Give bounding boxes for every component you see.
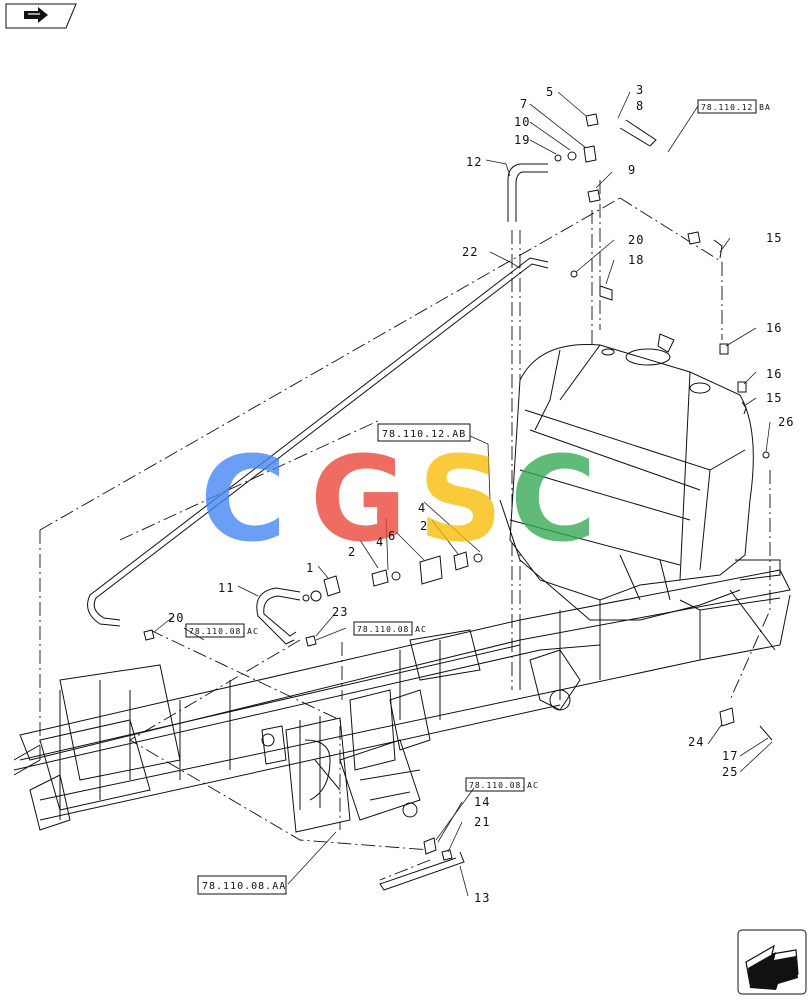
callout-22: 22 [462,245,478,259]
chassis-frame [13,569,791,831]
watermark-letter-3: S [418,430,503,568]
ref-box-78-110-08-ac-1[interactable]: 78.110.08.AC [185,623,259,638]
callout-16-a: 16 [766,321,782,335]
forward-arrow-icon [745,944,799,990]
callout-9: 9 [628,163,636,177]
callout-21: 21 [474,815,490,829]
callout-15-b: 15 [766,391,782,405]
ref-box-78-110-12-ba[interactable]: 78.110.12.BA [697,99,771,114]
callout-24: 24 [688,735,704,749]
callout-7: 7 [520,97,528,111]
callout-1: 1 [306,561,314,575]
ref-box-78-110-12-ab[interactable]: 78.110.12.AB [377,423,471,442]
fittings [143,113,773,861]
callout-3: 3 [636,83,644,97]
hose-12 [507,163,548,222]
callout-12: 12 [466,155,482,169]
callout-5: 5 [546,85,554,99]
tank [499,333,781,651]
control-valve-block [261,716,421,833]
callout-18: 18 [628,253,644,267]
ref-label: 78.110.08.AA [202,881,286,892]
phantom-lines [39,180,771,881]
ref-box-78-110-08-ac-2[interactable]: 78.110.08.AC [353,621,427,636]
hose-22 [87,257,549,627]
callout-2-left: 2 [348,545,356,559]
callout-13: 13 [474,891,490,905]
hose-11 [256,587,301,645]
callout-10: 10 [514,115,530,129]
ref-label: 78.110.08.AC [357,625,427,634]
ref-box-78-110-08-ac-3[interactable]: 78.110.08.AC [465,777,539,792]
callout-14: 14 [474,795,490,809]
callout-20-top: 20 [628,233,644,247]
callout-17: 17 [722,749,738,763]
callout-19: 19 [514,133,530,147]
watermark-letter-2: G [310,430,407,568]
callout-23: 23 [332,605,348,619]
watermark: C G S C [200,430,597,568]
ref-label: 78.110.08.AC [189,627,259,636]
callout-15-top: 15 [766,231,782,245]
callout-26: 26 [778,415,794,429]
callout-25: 25 [722,765,738,779]
hose-8 [619,119,657,147]
callout-2-right: 2 [420,519,428,533]
back-button[interactable] [5,3,77,29]
ref-label: 78.110.12.BA [701,103,771,112]
next-button[interactable] [737,929,807,995]
ref-box-78-110-08-aa[interactable]: 78.110.08.AA [197,875,287,895]
callout-8: 8 [636,99,644,113]
leader-lines [153,91,773,897]
callouts: 5 3 8 7 10 19 9 12 22 20 18 15 16 16 15 … [168,83,794,905]
watermark-letter-1: C [200,430,287,568]
watermark-letter-4: C [510,430,597,568]
callout-16-b: 16 [766,367,782,381]
back-arrow-icon [24,7,48,23]
callout-20-left: 20 [168,611,184,625]
ref-label: 78.110.08.AC [469,781,539,790]
callout-11: 11 [218,581,234,595]
ref-label: 78.110.12.AB [382,429,466,440]
callout-6: 6 [388,529,396,543]
callout-4-left: 4 [376,535,384,549]
callout-4-right: 4 [418,501,426,515]
hose-13 [379,851,465,891]
